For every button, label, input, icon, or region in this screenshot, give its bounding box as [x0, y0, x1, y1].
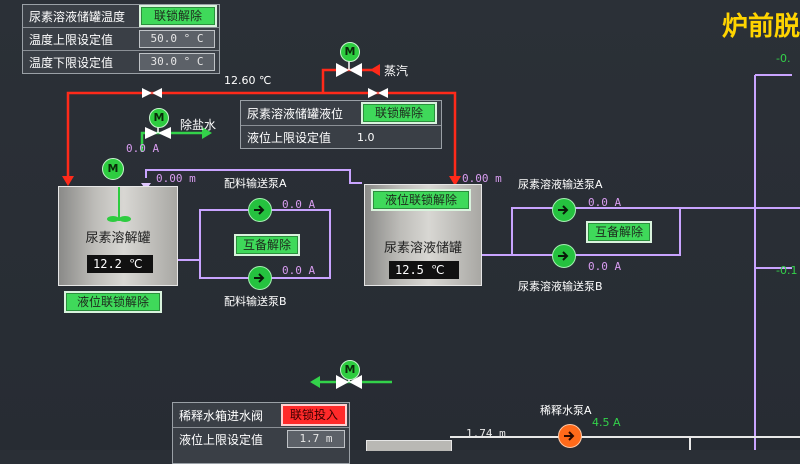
temp-upper-input[interactable]: 50.0 ° C — [139, 30, 215, 48]
purple-pipe-top — [145, 169, 362, 184]
valve-heat-line-right — [368, 88, 388, 98]
temp-upper-row: 温度上限设定值 50.0 ° C — [23, 28, 219, 51]
dissolve-inlet-flow: 0.0 A — [126, 142, 160, 155]
tank-temp-title: 尿素溶液储罐温度 — [29, 9, 126, 24]
desalted-valve-motor-icon[interactable]: M — [149, 108, 169, 128]
dilution-tank-panel: 稀释水箱进水阀 联锁投入 液位上限设定值 1.7 m — [172, 402, 350, 464]
dilution-pump-a-current: 4.5 A — [592, 416, 621, 429]
tank-level-title: 尿素溶液储罐液位 — [247, 106, 344, 121]
urea-pump-b-icon[interactable] — [552, 244, 576, 268]
dilution-level-reading: 1.74 m — [466, 427, 506, 440]
urea-pump-a-label: 尿素溶液输送泵A — [518, 178, 603, 191]
urea-pump-a-icon[interactable] — [552, 198, 576, 222]
dilution-pump-a-label: 稀释水泵A — [540, 404, 592, 417]
tank-level-panel: 尿素溶液储罐液位 联锁解除 液位上限设定值 1.0 — [240, 100, 442, 149]
dilution-interlock-button[interactable]: 联锁投入 — [281, 404, 347, 426]
temp-lower-row: 温度下限设定值 30.0 ° C — [23, 51, 219, 73]
dilution-title: 稀释水箱进水阀 — [179, 408, 264, 423]
dissolve-level-interlock-button[interactable]: 液位联锁解除 — [64, 291, 162, 313]
dilution-tank[interactable] — [366, 440, 452, 451]
storage-tank[interactable]: 液位联锁解除 尿素溶液储罐 12.5 ℃ — [364, 184, 482, 286]
page-title: 炉前脱 — [722, 12, 800, 42]
level-upper-label: 液位上限设定值 — [247, 130, 332, 145]
valve-heat-line — [142, 88, 162, 98]
urea-pump-b-label: 尿素溶液输送泵B — [518, 280, 603, 293]
temp-interlock-button[interactable]: 联锁解除 — [139, 5, 217, 27]
temp-upper-label: 温度上限设定值 — [29, 32, 114, 47]
dilution-header-row: 稀释水箱进水阀 联锁投入 — [173, 403, 349, 428]
feed-pump-a-current: 0.0 A — [282, 198, 316, 211]
temp-lower-input[interactable]: 30.0 ° C — [139, 53, 215, 71]
steam-valve-motor-icon[interactable]: M — [340, 42, 360, 62]
urea-pump-a-current: 0.0 A — [588, 196, 622, 209]
tank-level-header-row: 尿素溶液储罐液位 联锁解除 — [241, 101, 441, 126]
feed-pump-a-icon[interactable] — [248, 198, 272, 222]
dissolve-tank[interactable]: 尿素溶解罐 12.2 ℃ — [58, 186, 178, 286]
agitator-motor-icon[interactable]: M — [102, 158, 124, 180]
desalted-water-label: 除盐水 — [180, 118, 217, 132]
pipe-temp-reading: 12.60 ℃ — [224, 74, 272, 87]
level-interlock-button[interactable]: 联锁解除 — [361, 102, 437, 124]
storage-tank-temp: 12.5 ℃ — [389, 261, 459, 279]
agitator-icon — [107, 187, 131, 222]
feed-pump-b-icon[interactable] — [248, 266, 272, 290]
dissolve-tank-temp: 12.2 ℃ — [87, 255, 153, 273]
right-mid-reading: -0.1 — [776, 264, 798, 277]
level-upper-value[interactable]: 1.0 — [357, 130, 375, 144]
dilution-level-label: 液位上限设定值 — [179, 432, 264, 447]
right-top-reading: -0. — [776, 52, 791, 65]
urea-standby-button[interactable]: 互备解除 — [586, 221, 652, 243]
feed-pump-a-label: 配料输送泵A — [224, 177, 287, 190]
tank-temp-header-row: 尿素溶液储罐温度 联锁解除 — [23, 5, 219, 28]
dilution-level-row: 液位上限设定值 1.7 m — [173, 428, 349, 450]
dissolve-top-flow: 0.00 m — [156, 172, 196, 185]
feed-standby-button[interactable]: 互备解除 — [234, 234, 300, 256]
feed-pump-b-label: 配料输送泵B — [224, 295, 287, 308]
dilution-valve-motor-icon[interactable]: M — [340, 360, 360, 380]
dilution-level-input[interactable]: 1.7 m — [287, 430, 345, 448]
steam-label: 蒸汽 — [384, 64, 409, 78]
temp-lower-label: 温度下限设定值 — [29, 55, 114, 70]
level-upper-row: 液位上限设定值 1.0 — [241, 126, 441, 148]
feed-pump-b-current: 0.0 A — [282, 264, 316, 277]
urea-pump-b-current: 0.0 A — [588, 260, 622, 273]
dissolve-tank-name: 尿素溶解罐 — [85, 231, 151, 246]
red-heat-pipe — [66, 91, 457, 183]
steam-pipe — [321, 68, 372, 93]
feed-pump-loop — [178, 209, 331, 279]
storage-tank-name: 尿素溶液储罐 — [383, 241, 462, 256]
desalted-water-pipe — [140, 131, 210, 152]
tank-temp-panel: 尿素溶液储罐温度 联锁解除 温度上限设定值 50.0 ° C 温度下限设定值 3… — [22, 4, 220, 74]
dilution-pump-a-icon[interactable] — [558, 424, 582, 448]
urea-out-pipe — [480, 207, 800, 256]
storage-top-flow: 0.00 m — [462, 172, 502, 185]
storage-level-interlock-button[interactable]: 液位联锁解除 — [371, 189, 471, 211]
